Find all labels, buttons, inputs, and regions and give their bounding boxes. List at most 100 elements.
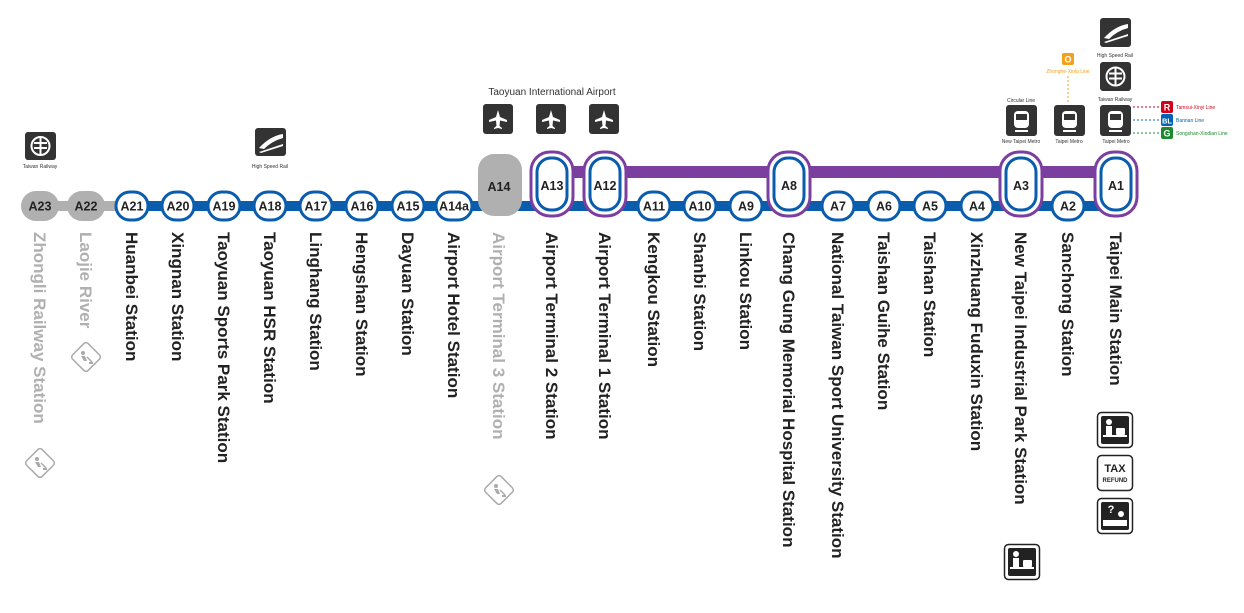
station-marker: [298, 190, 334, 222]
tax-refund-line1: TAX: [1104, 463, 1126, 475]
line-tracks: [40, 166, 1116, 211]
orange-line-code: O: [1064, 55, 1071, 65]
taiwan-railway-icon: [1100, 62, 1131, 91]
station-code: A14: [488, 180, 511, 194]
station-code: A21: [121, 200, 144, 214]
station-code: A9: [738, 200, 754, 214]
station-code: A12: [594, 179, 617, 193]
station-name: National Taiwan Sport University Station: [828, 232, 847, 559]
station-code: A17: [305, 200, 328, 214]
r-line-code: R: [1164, 103, 1171, 113]
station-marker: [588, 156, 622, 212]
g-line-name: Songshan-Xindian Line: [1176, 131, 1228, 137]
station-code: A18: [259, 200, 282, 214]
station-code: A13: [541, 179, 564, 193]
station-marker: [160, 190, 196, 222]
high-speed-rail-icon: [255, 128, 286, 156]
station-code: A16: [351, 200, 374, 214]
station-code: A11: [643, 200, 665, 214]
airplane-icon: [536, 104, 566, 134]
station-marker: [1050, 190, 1086, 222]
metro-train-icon: [1006, 105, 1037, 136]
station-name: Linkou Station: [736, 232, 755, 350]
a3-circular-label: Circular Line: [1007, 98, 1035, 104]
under-construction-icon: [483, 474, 515, 506]
station-code: A6: [876, 200, 892, 214]
tax-refund-icon: TAX REFUND: [1096, 454, 1134, 492]
g-line-code: G: [1163, 129, 1170, 139]
station-marker: [434, 190, 474, 222]
station-code: A8: [781, 179, 797, 193]
station-marker: [1099, 156, 1133, 212]
station-code: A5: [922, 200, 938, 214]
station-name: New Taipei Industrial Park Station: [1011, 232, 1030, 505]
taiwan-railway-icon: [25, 132, 56, 160]
station-name: Airport Terminal 3 Station: [489, 232, 508, 440]
station-name: Kengkou Station: [644, 232, 663, 367]
station-marker: [535, 156, 569, 212]
station-marker: [344, 190, 380, 222]
metro-train-icon: [1054, 105, 1085, 136]
information-desk-icon: ?: [1096, 497, 1134, 535]
station-name: Airport Terminal 1 Station: [595, 232, 614, 440]
airplane-icon: [483, 104, 513, 134]
station-code: A2: [1060, 200, 1076, 214]
station-name: Taoyuan Sports Park Station: [214, 232, 233, 463]
station-marker: [728, 190, 764, 222]
station-code: A23: [29, 200, 52, 214]
station-name: Airport Hotel Station: [444, 232, 463, 398]
station-marker: [1004, 156, 1038, 212]
station-code: A14a: [439, 200, 470, 214]
station-name: Linghang Station: [306, 232, 325, 371]
station-code: A4: [969, 200, 985, 214]
station-name: Taipei Main Station: [1106, 232, 1125, 386]
metro-train-icon: [1100, 105, 1131, 136]
station-marker: [636, 190, 672, 222]
station-marker: [252, 190, 288, 222]
tax-refund-line2: REFUND: [1103, 478, 1129, 484]
airport-group-label: Taoyuan International Airport: [488, 87, 616, 98]
station-marker: [21, 191, 59, 221]
bl-line-badge: BL: [1161, 114, 1173, 126]
station-name: Taoyuan HSR Station: [260, 232, 279, 404]
station-marker: [478, 154, 522, 216]
a3-metro-label: New Taipei Metro: [1002, 139, 1041, 145]
station-marker: [866, 190, 902, 222]
station-name: Hengshan Station: [352, 232, 371, 377]
a1-railway-label: Taiwan Railway: [1098, 97, 1133, 103]
station-code: A20: [167, 200, 190, 214]
a23-railway-label: Taiwan Railway: [23, 164, 58, 170]
station-name: Taishan Guihe Station: [874, 232, 893, 410]
station-marker: [114, 190, 150, 222]
station-name: Xinzhuang Fuduxin Station: [967, 232, 986, 451]
station-code: A3: [1013, 179, 1029, 193]
a1-hsr-label: High Speed Rail: [1097, 53, 1133, 59]
a2-metro-label: Taipei Metro: [1055, 139, 1082, 145]
r-line-badge: R: [1161, 101, 1173, 113]
